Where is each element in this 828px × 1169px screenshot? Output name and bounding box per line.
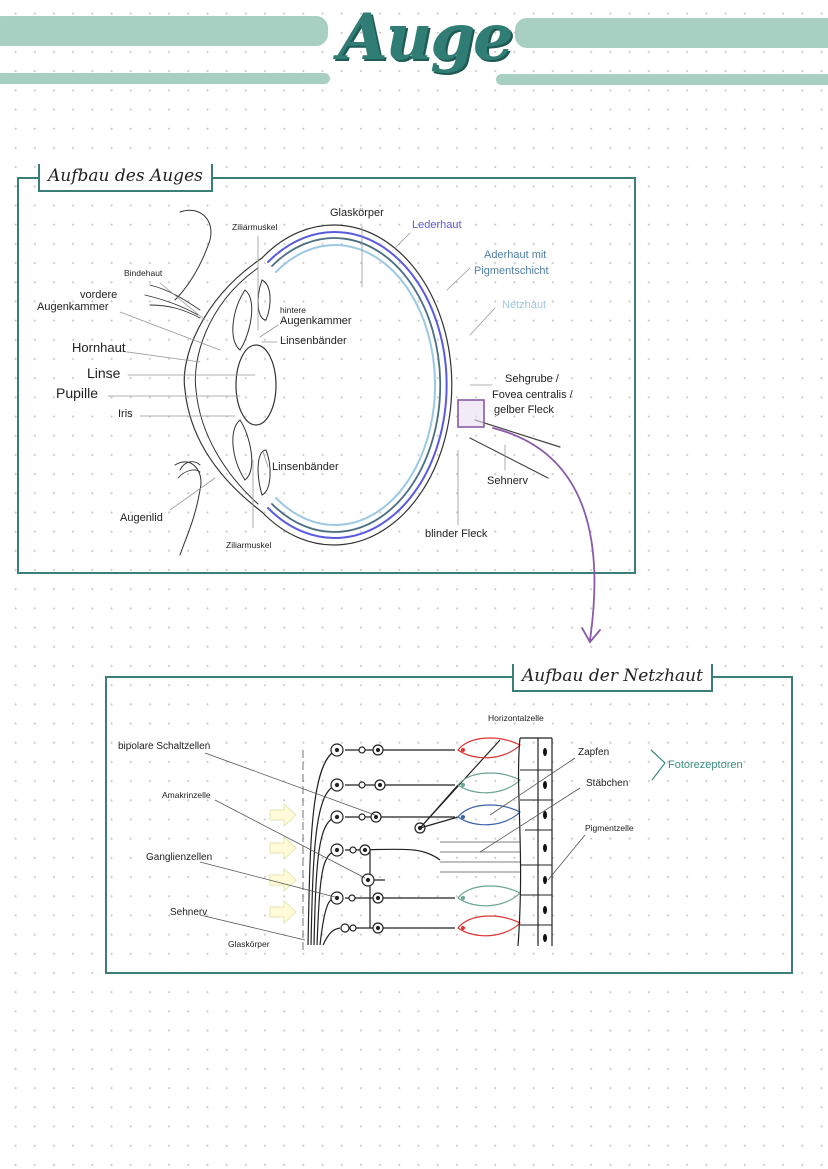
label-hintere-augenkammer: Augenkammer xyxy=(280,315,352,327)
header-bar xyxy=(496,74,828,85)
lens xyxy=(235,344,277,426)
label-amakrinzelle: Amakrinzelle xyxy=(162,790,211,800)
label-linse: Linse xyxy=(87,365,121,381)
label-vordere-augenkammer: Augenkammer xyxy=(37,301,109,313)
label-hintere-augenkammer: hintere xyxy=(280,305,306,315)
label-blinder-fleck: blinder Fleck xyxy=(425,528,488,540)
label-pigmentzelle: Pigmentzelle xyxy=(585,823,634,833)
label-pupille: Pupille xyxy=(56,385,99,401)
label-gelber-fleck: gelber Fleck xyxy=(494,404,554,416)
aderhaut-layer xyxy=(271,237,442,533)
label-netzhaut: Netzhaut xyxy=(502,299,547,311)
page-title: Auge xyxy=(338,0,514,75)
label-fovea-centralis: Fovea centralis / xyxy=(492,389,573,401)
label-hornhaut: Hornhaut xyxy=(72,340,126,355)
label-horizontalzelle: Horizontalzelle xyxy=(488,713,544,723)
eye-frame xyxy=(17,177,636,574)
label-fotorezeptoren: Fotorezeptoren xyxy=(668,759,743,771)
label-sehnerv: Sehnerv xyxy=(487,475,528,487)
lederhaut-layer xyxy=(267,231,448,539)
label-ziliarmuskel: Ziliarmuskel xyxy=(232,222,278,232)
light-arrow xyxy=(269,899,297,925)
label-glaskoerper: Glaskörper xyxy=(330,207,384,219)
label-lederhaut: Lederhaut xyxy=(412,219,462,231)
label-sehgrube: Sehgrube / xyxy=(505,373,559,385)
cone-red xyxy=(457,915,522,937)
light-arrow xyxy=(269,835,297,861)
retina-frame xyxy=(105,676,793,974)
label-linsenbaender: Linsenbänder xyxy=(272,461,339,473)
fovea-highlight xyxy=(457,399,485,428)
header-bar xyxy=(515,18,828,48)
header-bar xyxy=(0,16,328,46)
label-bindehaut: Bindehaut xyxy=(124,268,163,278)
retina-heading: Aufbau der Netzhaut xyxy=(512,664,713,692)
label-vordere-augenkammer: vordere xyxy=(80,289,118,301)
label-ganglienzellen: Ganglienzellen xyxy=(146,852,213,863)
retina-diagram xyxy=(199,737,666,950)
label-sehnerv: Sehnerv xyxy=(170,907,208,918)
light-arrow xyxy=(269,802,297,828)
pigment-layer xyxy=(517,737,553,947)
label-ziliarmuskel: Ziliarmuskel xyxy=(226,540,272,550)
label-iris: Iris xyxy=(118,408,133,420)
header-bar xyxy=(0,73,330,84)
label-glaskoerper: Glaskörper xyxy=(228,939,270,949)
zoom-arrow xyxy=(492,427,596,641)
eye-heading: Aufbau des Auges xyxy=(38,164,213,192)
netzhaut-layer xyxy=(275,244,436,526)
cone-green xyxy=(457,772,522,794)
label-bipolare-schaltzellen: bipolare Schaltzellen xyxy=(118,741,211,752)
label-augenlid: Augenlid xyxy=(120,512,163,524)
label-linsenbaender: Linsenbänder xyxy=(280,335,347,347)
label-staebchen: Stäbchen xyxy=(586,778,629,789)
cone-blue xyxy=(457,804,522,826)
label-aderhaut: Pigmentschicht xyxy=(474,265,549,277)
label-zapfen: Zapfen xyxy=(578,747,610,758)
label-aderhaut: Aderhaut mit xyxy=(484,249,547,261)
